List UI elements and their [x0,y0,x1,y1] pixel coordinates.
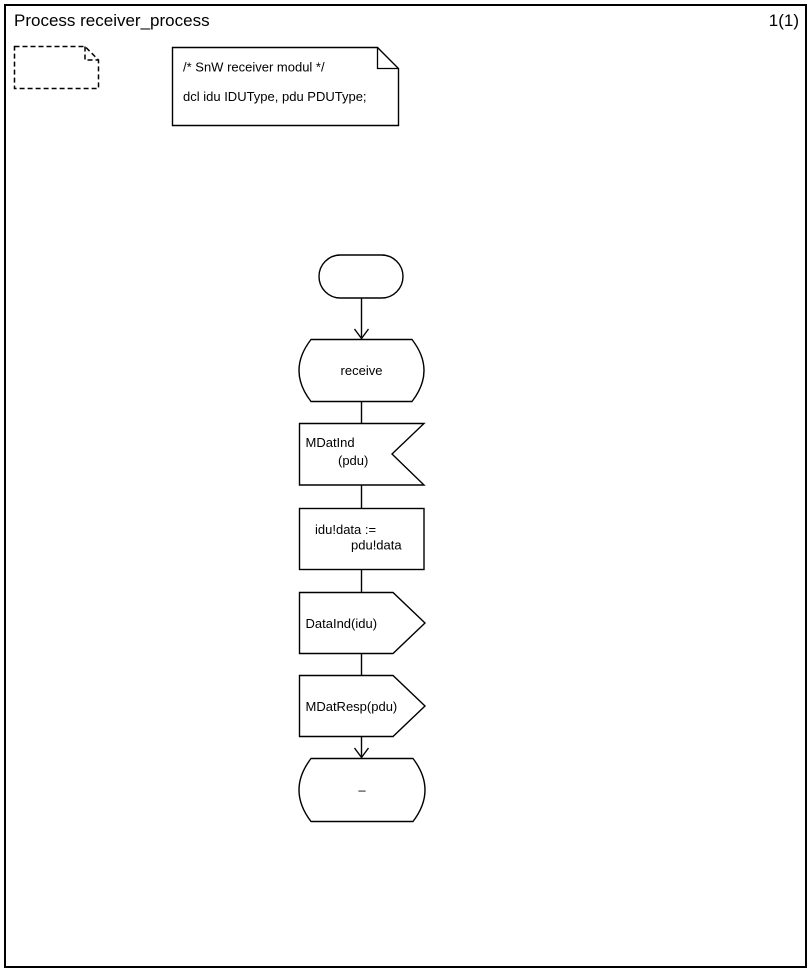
text-extension-fold-icon [84,46,99,61]
node-start-symbol [318,254,404,299]
note-fold-icon [376,47,399,70]
task-assign-label-line1: idu!data := [315,522,376,537]
task-assign-label-line2: pdu!data [351,538,402,553]
output-dataind-outline [298,591,427,655]
declaration-note: /* SnW receiver modul */ dcl idu IDUType… [171,46,400,127]
output-mdatresp-outline [298,674,427,738]
node-input-mdatind: MDatInd (pdu) [298,422,426,486]
state-same-outline [298,757,426,823]
page-frame [4,4,807,968]
node-state-receive: receive [298,338,425,403]
output-mdatresp-label: MDatResp(pdu) [306,699,398,714]
input-mdatind-outline [298,422,426,486]
output-dataind-label: DataInd(idu) [306,616,378,631]
state-same-label: – [358,783,366,798]
flow-column: receive MDatInd (pdu) idu!data := pdu!da… [298,254,427,823]
arrowhead-icon [353,747,370,759]
node-state-same: – [298,757,426,823]
node-task-assign: idu!data := pdu!data [298,507,425,571]
page-number: 1(1) [769,11,799,30]
input-mdatind-label-line1: MDatInd [306,435,355,450]
arrowhead-icon [353,328,370,340]
note-comment-line: /* SnW receiver modul */ [183,60,325,75]
note-declaration-line: dcl idu IDUType, pdu PDUType; [183,89,367,104]
node-output-dataind: DataInd(idu) [298,591,427,655]
note-outline [171,46,400,127]
node-output-mdatresp: MDatResp(pdu) [298,674,427,738]
text-extension-symbol [13,45,100,90]
page-title: Process receiver_process [14,11,210,30]
state-receive-outline [298,338,425,403]
input-mdatind-label-line2: (pdu) [338,453,368,468]
text-extension-outline [13,45,100,90]
state-receive-label: receive [341,363,383,378]
